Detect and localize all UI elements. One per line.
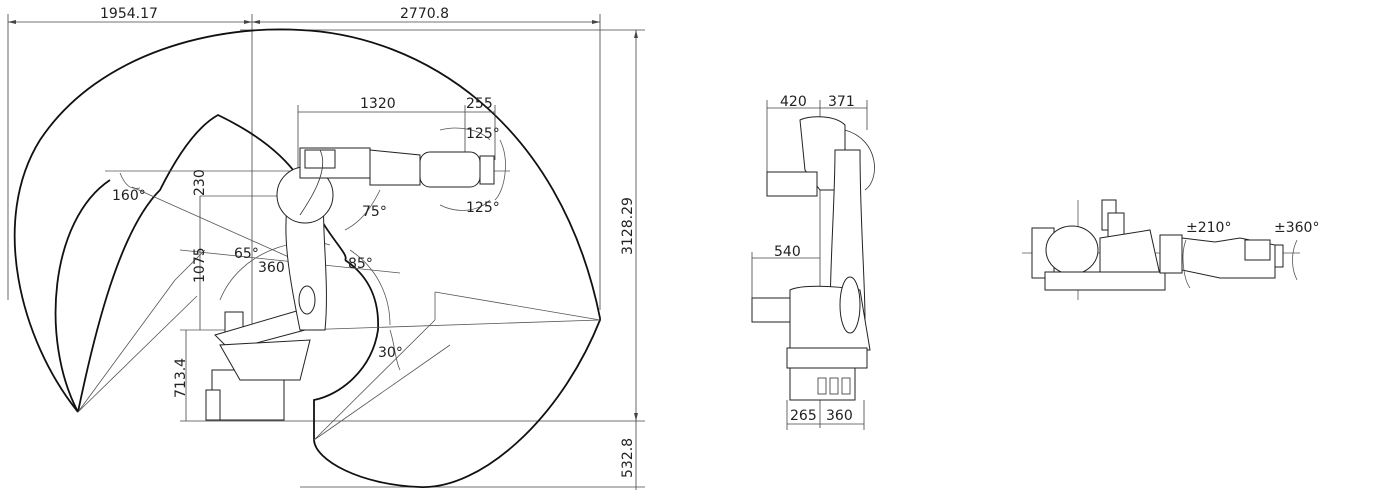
dim-265: 265 — [790, 408, 817, 424]
angle-160: 160° — [112, 188, 146, 204]
angle-210: ±210° — [1186, 220, 1231, 236]
dim-420: 420 — [780, 94, 807, 110]
dim-540: 540 — [774, 244, 801, 260]
dim-3128-29: 3128.29 — [620, 197, 636, 255]
dim-1075: 1075 — [192, 247, 208, 283]
dim-2770-8: 2770.8 — [400, 6, 449, 22]
angle-65: 65° — [234, 246, 259, 262]
side-view: 1954.17 2770.8 3128.29 532.8 — [7, 6, 645, 490]
angle-75: 75° — [362, 204, 387, 220]
dim-255: 255 — [466, 96, 493, 112]
angle-360: ±360° — [1274, 220, 1319, 236]
dim-360-shoulder: 360 — [258, 260, 285, 276]
angle-125-up: 125° — [466, 126, 500, 142]
angle-125-down: 125° — [466, 200, 500, 216]
front-view: 420 371 540 265 360 — [751, 94, 875, 430]
dim-1954-17: 1954.17 — [100, 6, 158, 22]
robot-side-silhouette — [205, 147, 495, 421]
top-view: ±210° ±360° — [1022, 199, 1319, 300]
dim-371: 371 — [828, 94, 855, 110]
dim-532-8: 532.8 — [620, 438, 636, 478]
robot-front-silhouette — [751, 116, 875, 401]
dim-230: 230 — [192, 169, 208, 196]
angle-30: 30° — [378, 345, 403, 361]
dim-360: 360 — [826, 408, 853, 424]
dim-1320: 1320 — [360, 96, 396, 112]
robot-top-silhouette — [1031, 199, 1284, 291]
dim-713-4: 713.4 — [173, 358, 189, 398]
angle-85: 85° — [348, 256, 373, 272]
